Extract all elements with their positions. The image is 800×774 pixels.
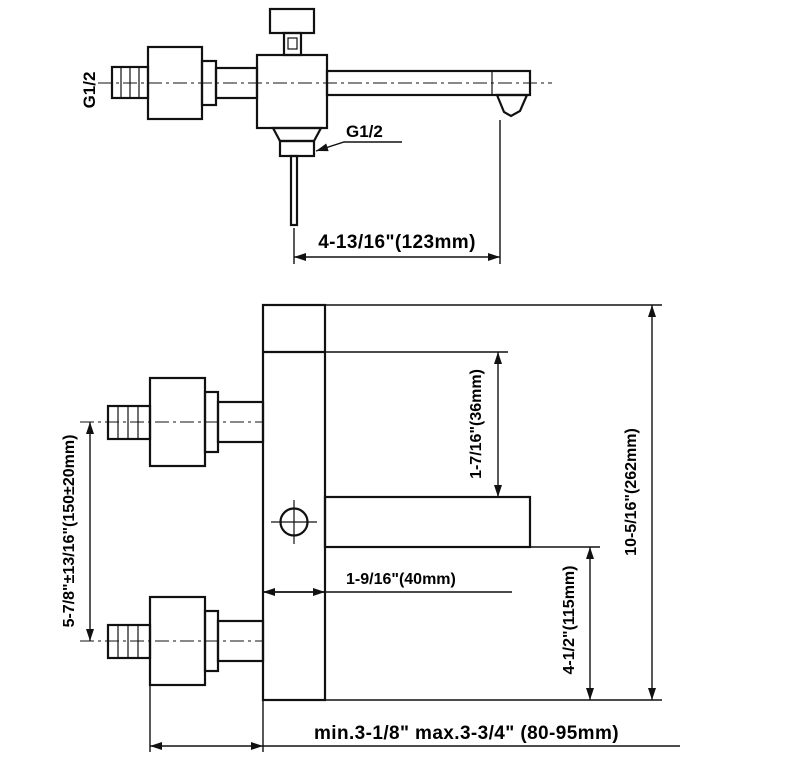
dim-spout-reach: 4-13/16"(123mm) <box>293 120 501 264</box>
dim-text-body-width: 1-9/16"(40mm) <box>346 571 456 588</box>
fitting-connector <box>216 619 265 663</box>
spout-outlet <box>495 93 529 118</box>
dim-text-spout-reach: 4-13/16"(123mm) <box>318 232 476 253</box>
dim-body-width: 1-9/16"(40mm) <box>263 571 512 596</box>
supply-fitting-bottom <box>80 595 265 687</box>
supply-nipple <box>110 65 150 100</box>
dim-text-top-to-spout: 1-7/16"(36mm) <box>468 369 485 479</box>
outlet-thread-label: G1/2 <box>346 122 383 141</box>
dim-text-supply-spacing: 5-7/8"±13/16"(150±20mm) <box>61 435 78 628</box>
spout-front-view <box>323 495 532 549</box>
dim-text-wall-clearance: min.3-1/8" max.3-3/4" (80-95mm) <box>314 723 619 744</box>
dim-text-total-height: 10-5/16"(262mm) <box>623 428 640 556</box>
fitting-connector <box>216 400 265 444</box>
outlet-thread-piece <box>278 139 316 158</box>
dim-top-to-spout: 1-7/16"(36mm) <box>325 351 508 497</box>
dim-total-height: 10-5/16"(262mm) <box>325 304 662 701</box>
spout-top-view <box>325 69 532 118</box>
outlet-thread-callout: G1/2 <box>315 122 402 152</box>
bottom-outlet <box>271 126 323 227</box>
top-view: G1/2 G1/2 4-13/16"(123mm) <box>80 7 552 264</box>
dim-wall-clearance: min.3-1/8" max.3-3/4" (80-95mm) <box>149 685 680 752</box>
handle <box>268 7 316 57</box>
spout-tube <box>325 69 532 97</box>
pull-rod <box>289 154 299 227</box>
supply-thread-label: G1/2 <box>80 72 99 109</box>
dim-text-spout-to-bottom: 4-1/2"(115mm) <box>561 566 578 675</box>
dim-spout-to-bottom: 4-1/2"(115mm) <box>530 546 600 700</box>
valve-body <box>255 53 329 130</box>
leader-line <box>315 141 402 152</box>
diverter-knob <box>271 500 317 544</box>
outlet-taper <box>271 126 323 143</box>
handle-setscrew <box>287 37 298 50</box>
handle-cap <box>268 7 316 35</box>
dim-supply-spacing: 5-7/8"±13/16"(150±20mm) <box>61 422 94 641</box>
handle-stem <box>282 31 303 57</box>
front-view: 5-7/8"±13/16"(150±20mm) 1-7/16"(36mm) 10… <box>61 303 680 752</box>
supply-fitting-top <box>80 376 265 468</box>
